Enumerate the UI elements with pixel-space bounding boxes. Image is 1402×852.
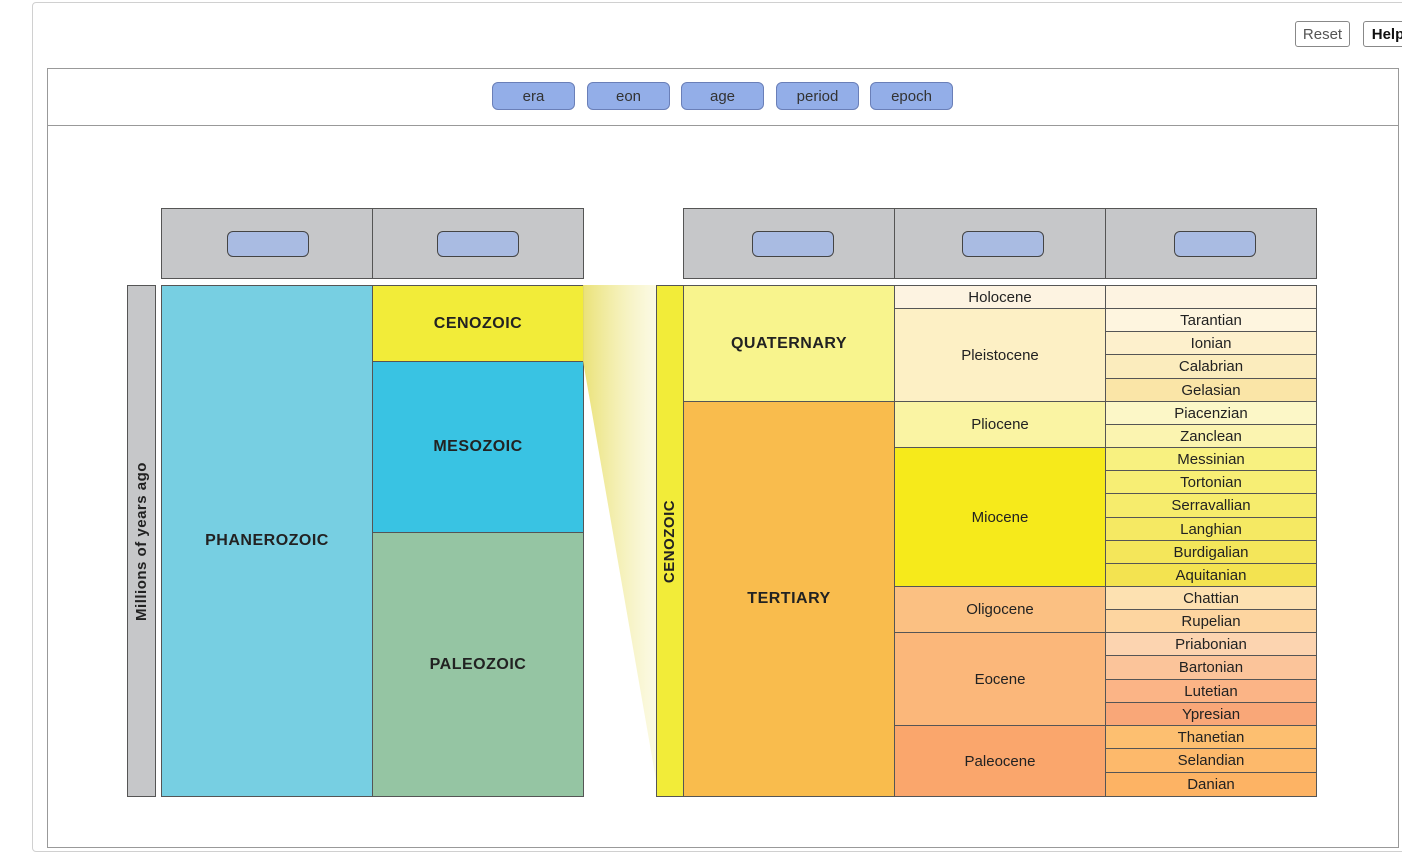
- drop-slot-column-2[interactable]: [437, 231, 519, 257]
- age-zanclean: Zanclean: [1105, 424, 1317, 448]
- term-bank: era eon age period epoch: [48, 69, 1398, 126]
- term-chip-epoch[interactable]: epoch: [870, 82, 953, 110]
- header-column-4: [894, 208, 1106, 279]
- epoch-pliocene: Pliocene: [894, 401, 1106, 448]
- term-chip-period[interactable]: period: [776, 82, 859, 110]
- era-cenozoic: CENOZOIC: [372, 285, 584, 362]
- era-cenozoic-bar-label: CENOZOIC: [661, 499, 679, 583]
- age-selandian: Selandian: [1105, 748, 1317, 773]
- age-langhian: Langhian: [1105, 517, 1317, 541]
- drop-slot-column-4[interactable]: [962, 231, 1044, 257]
- eon-phanerozoic: PHANEROZOIC: [161, 285, 373, 797]
- header-column-5: [1105, 208, 1317, 279]
- age-chattian: Chattian: [1105, 586, 1317, 610]
- term-chip-eon[interactable]: eon: [587, 82, 670, 110]
- age-danian: Danian: [1105, 772, 1317, 797]
- zoom-wedge: [583, 285, 659, 797]
- era-cenozoic-bar: CENOZOIC: [656, 285, 684, 797]
- period-quaternary: QUATERNARY: [683, 285, 895, 402]
- drop-slot-column-1[interactable]: [227, 231, 309, 257]
- epoch-eocene: Eocene: [894, 632, 1106, 726]
- period-tertiary: TERTIARY: [683, 401, 895, 797]
- era-mesozoic: MESOZOIC: [372, 361, 584, 533]
- drop-slot-column-5[interactable]: [1174, 231, 1256, 257]
- age-tarantian: Tarantian: [1105, 308, 1317, 332]
- term-chip-era[interactable]: era: [492, 82, 575, 110]
- age-serravallian: Serravallian: [1105, 493, 1317, 518]
- axis-label: Millions of years ago: [133, 461, 150, 621]
- epoch-paleocene: Paleocene: [894, 725, 1106, 797]
- axis-label-bar: Millions of years ago: [127, 285, 156, 797]
- age-ypresian: Ypresian: [1105, 702, 1317, 726]
- term-chip-age[interactable]: age: [681, 82, 764, 110]
- age-bartonian: Bartonian: [1105, 655, 1317, 680]
- header-column-3: [683, 208, 895, 279]
- epoch-miocene: Miocene: [894, 447, 1106, 587]
- epoch-pleistocene: Pleistocene: [894, 308, 1106, 402]
- epoch-holocene: Holocene: [894, 285, 1106, 309]
- epoch-oligocene: Oligocene: [894, 586, 1106, 633]
- age-priabonian: Priabonian: [1105, 632, 1317, 656]
- header-column-1: [161, 208, 373, 279]
- age-burdigalian: Burdigalian: [1105, 540, 1317, 564]
- age-tortonian: Tortonian: [1105, 470, 1317, 494]
- age-aquitanian: Aquitanian: [1105, 563, 1317, 587]
- era-paleozoic: PALEOZOIC: [372, 532, 584, 797]
- age-rupelian: Rupelian: [1105, 609, 1317, 633]
- header-column-2: [372, 208, 584, 279]
- age-lutetian: Lutetian: [1105, 679, 1317, 703]
- age-holocene-blank: [1105, 285, 1317, 309]
- reset-button[interactable]: Reset: [1295, 21, 1350, 47]
- activity-panel: era eon age period epoch Millions of yea…: [47, 68, 1399, 848]
- age-ionian: Ionian: [1105, 331, 1317, 355]
- age-thanetian: Thanetian: [1105, 725, 1317, 749]
- age-messinian: Messinian: [1105, 447, 1317, 471]
- age-gelasian: Gelasian: [1105, 378, 1317, 402]
- age-piacenzian: Piacenzian: [1105, 401, 1317, 425]
- help-button[interactable]: Help: [1363, 21, 1402, 47]
- age-calabrian: Calabrian: [1105, 354, 1317, 379]
- drop-slot-column-3[interactable]: [752, 231, 834, 257]
